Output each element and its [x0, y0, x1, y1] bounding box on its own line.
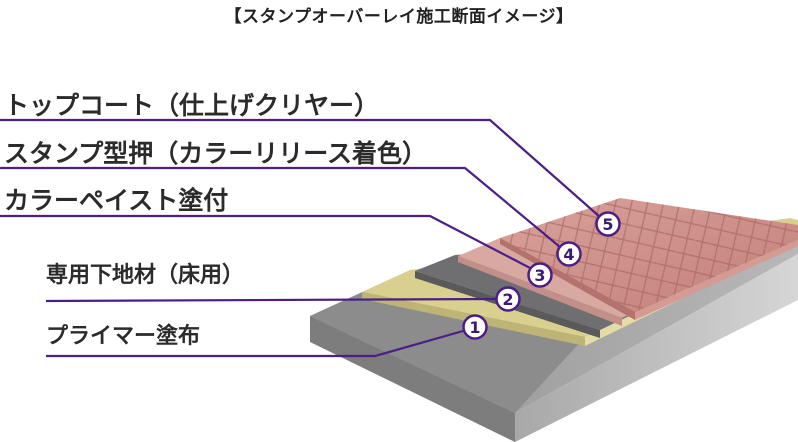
label-primer: プライマー塗布	[46, 324, 201, 349]
top-coat-layer	[500, 198, 798, 320]
marker-2: 2	[495, 286, 521, 312]
leader-line-1	[46, 329, 464, 358]
leader-line-4	[0, 166, 561, 248]
label-stamp-pressing: スタンプ型押（カラーリリース着色）	[4, 139, 428, 168]
marker-2-number: 2	[502, 290, 513, 309]
marker-4: 4	[556, 241, 582, 267]
label-top-coat: トップコート（仕上げクリヤー）	[4, 91, 380, 120]
marker-4-number: 4	[563, 245, 574, 264]
leader-line-3	[0, 214, 533, 270]
label-color-paste: カラーペイスト塗付	[4, 186, 229, 215]
marker-3-number: 3	[534, 266, 545, 285]
marker-5-number: 5	[602, 215, 613, 234]
concrete-slab	[310, 234, 798, 442]
marker-3: 3	[527, 262, 553, 288]
marker-1-number: 1	[469, 318, 480, 337]
leader-line-2	[45, 297, 498, 303]
layer-markers: 5 4 3 2 1	[462, 211, 621, 340]
marker-5: 5	[595, 211, 621, 237]
leader-line-5	[0, 118, 601, 218]
marker-1: 1	[462, 314, 488, 340]
diagram-title: 【スタンプオーバーレイ施工断面イメージ】	[224, 7, 574, 27]
label-base-material: 専用下地材（床用）	[46, 263, 245, 288]
